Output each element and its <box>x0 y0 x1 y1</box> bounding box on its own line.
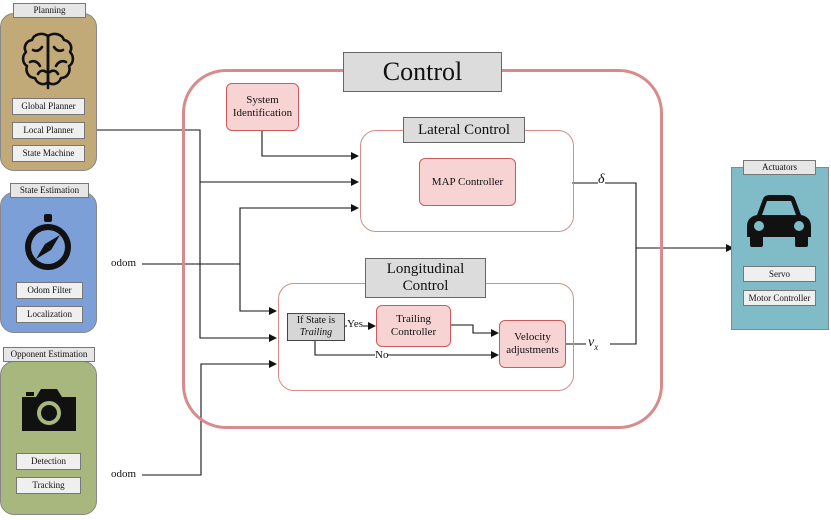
yes-label: Yes <box>347 318 364 330</box>
state-estimation-title: State Estimation <box>10 183 89 198</box>
car-icon <box>745 193 813 249</box>
state-estimation-item-localization: Localization <box>16 306 83 323</box>
compass-icon <box>20 213 76 273</box>
system-identification-label: System Identification <box>232 94 293 119</box>
opponent-estimation-title: Opponent Estimation <box>3 347 95 362</box>
map-controller-box: MAP Controller <box>419 158 516 206</box>
velocity-adjustments-label: Velocity adjustments <box>506 331 559 356</box>
condition-prefix: If State is <box>296 315 336 326</box>
actuators-title: Actuators <box>743 160 816 175</box>
brain-icon <box>20 30 76 92</box>
trailing-controller-box: Trailing Controller <box>376 305 451 347</box>
vx-symbol: v <box>588 335 595 350</box>
vx-subscript: x <box>594 341 599 352</box>
map-controller-label: MAP Controller <box>431 175 504 188</box>
odom-state-label: odom <box>110 257 138 269</box>
state-estimation-item-odom-filter: Odom Filter <box>16 282 83 299</box>
planning-item-state-machine: State Machine <box>12 145 85 162</box>
vx-output-label: vx <box>588 335 599 352</box>
planning-title: Planning <box>13 3 86 18</box>
odom-opponent-label: odom <box>110 468 138 480</box>
delta-output-label: δ <box>598 172 605 188</box>
condition-state: Trailing <box>299 327 333 338</box>
velocity-adjustments-box: Velocity adjustments <box>499 320 566 368</box>
opponent-estimation-item-detection: Detection <box>16 453 81 470</box>
camera-icon <box>18 385 80 433</box>
opponent-estimation-item-tracking: Tracking <box>16 477 81 494</box>
system-identification-box: System Identification <box>226 83 299 131</box>
longitudinal-control-title: Longitudinal Control <box>365 258 486 298</box>
control-title: Control <box>343 52 502 92</box>
no-label: No <box>375 349 389 361</box>
if-state-condition-box: If State is Trailing <box>287 313 345 341</box>
planning-item-global-planner: Global Planner <box>12 98 85 115</box>
actuators-item-motor-controller: Motor Controller <box>743 290 816 306</box>
planning-item-local-planner: Local Planner <box>12 122 85 139</box>
lateral-control-title: Lateral Control <box>403 117 525 143</box>
trailing-controller-label: Trailing Controller <box>390 313 437 338</box>
actuators-item-servo: Servo <box>743 266 816 282</box>
